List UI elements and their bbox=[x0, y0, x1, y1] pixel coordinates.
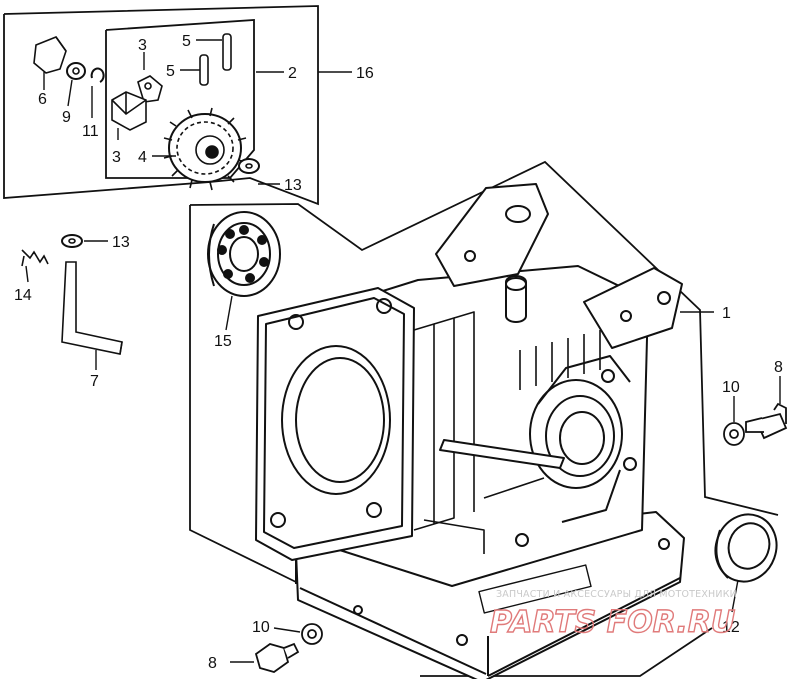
outline-crankcase-lower bbox=[189, 205, 297, 583]
governor-parts bbox=[111, 33, 260, 191]
callout-5-lower: 5 bbox=[166, 63, 175, 80]
clip-11 bbox=[90, 67, 105, 83]
callout-9: 9 bbox=[62, 109, 71, 126]
watermark-tagline: ЗАПЧАСТИ И АКСЕССУАРЫ ДЛЯ МОТОТЕХНИКИ bbox=[496, 589, 737, 600]
callout-1: 1 bbox=[722, 305, 731, 322]
callout-8-right: 8 bbox=[774, 359, 783, 376]
shaft-6 bbox=[33, 36, 67, 74]
pin-5-upper bbox=[222, 33, 232, 71]
top-bracket bbox=[435, 183, 549, 287]
leader-lines bbox=[25, 39, 781, 663]
watermark-logo: PARTS FOR.RU bbox=[490, 605, 735, 640]
bolt-8-bottom bbox=[254, 643, 290, 673]
callout-3-lower: 3 bbox=[112, 149, 121, 166]
callout-14: 14 bbox=[14, 287, 32, 304]
washer-13-gear bbox=[238, 158, 260, 174]
pipe-7 bbox=[61, 261, 123, 355]
callout-3-upper: 3 bbox=[138, 37, 147, 54]
callout-labels: 1 2 16 3 3 4 5 5 6 9 11 13 13 14 7 15 10… bbox=[14, 33, 783, 672]
callout-13-upper: 13 bbox=[284, 177, 302, 194]
oil-seal-12 bbox=[714, 513, 778, 583]
crankcase-1 bbox=[255, 183, 685, 679]
side-bracket bbox=[583, 267, 683, 349]
breather-nipple bbox=[505, 275, 527, 323]
cylinder-bore bbox=[281, 345, 391, 495]
callout-15: 15 bbox=[214, 333, 232, 350]
callout-10-right: 10 bbox=[722, 379, 740, 396]
outline-crankcase-group bbox=[189, 160, 779, 516]
callout-4: 4 bbox=[138, 149, 147, 166]
callout-12: 12 bbox=[722, 619, 740, 636]
callout-8-bottom: 8 bbox=[208, 655, 217, 672]
bearing-15 bbox=[207, 211, 281, 297]
watermark: ЗАПЧАСТИ И АКСЕССУАРЫ ДЛЯ МОТОТЕХНИКИ PA… bbox=[489, 589, 737, 641]
callout-13-left: 13 bbox=[112, 234, 130, 251]
callout-10-bottom: 10 bbox=[252, 619, 270, 636]
governor-gear-4 bbox=[163, 107, 247, 191]
shaft-assembly bbox=[33, 36, 105, 83]
callout-6: 6 bbox=[38, 91, 47, 108]
breather-parts bbox=[21, 234, 123, 355]
spring-14 bbox=[21, 249, 49, 267]
callout-5-upper: 5 bbox=[182, 33, 191, 50]
callout-11: 11 bbox=[82, 123, 99, 140]
outline-assembly-16 bbox=[3, 5, 319, 206]
bolt-washer-bottom bbox=[254, 623, 323, 673]
callout-16: 16 bbox=[356, 65, 374, 82]
bolt-washer-right bbox=[723, 402, 788, 446]
pin-5-lower bbox=[199, 54, 209, 86]
callout-7: 7 bbox=[90, 373, 99, 390]
callout-2: 2 bbox=[288, 65, 297, 82]
washer-13-left bbox=[61, 234, 83, 248]
